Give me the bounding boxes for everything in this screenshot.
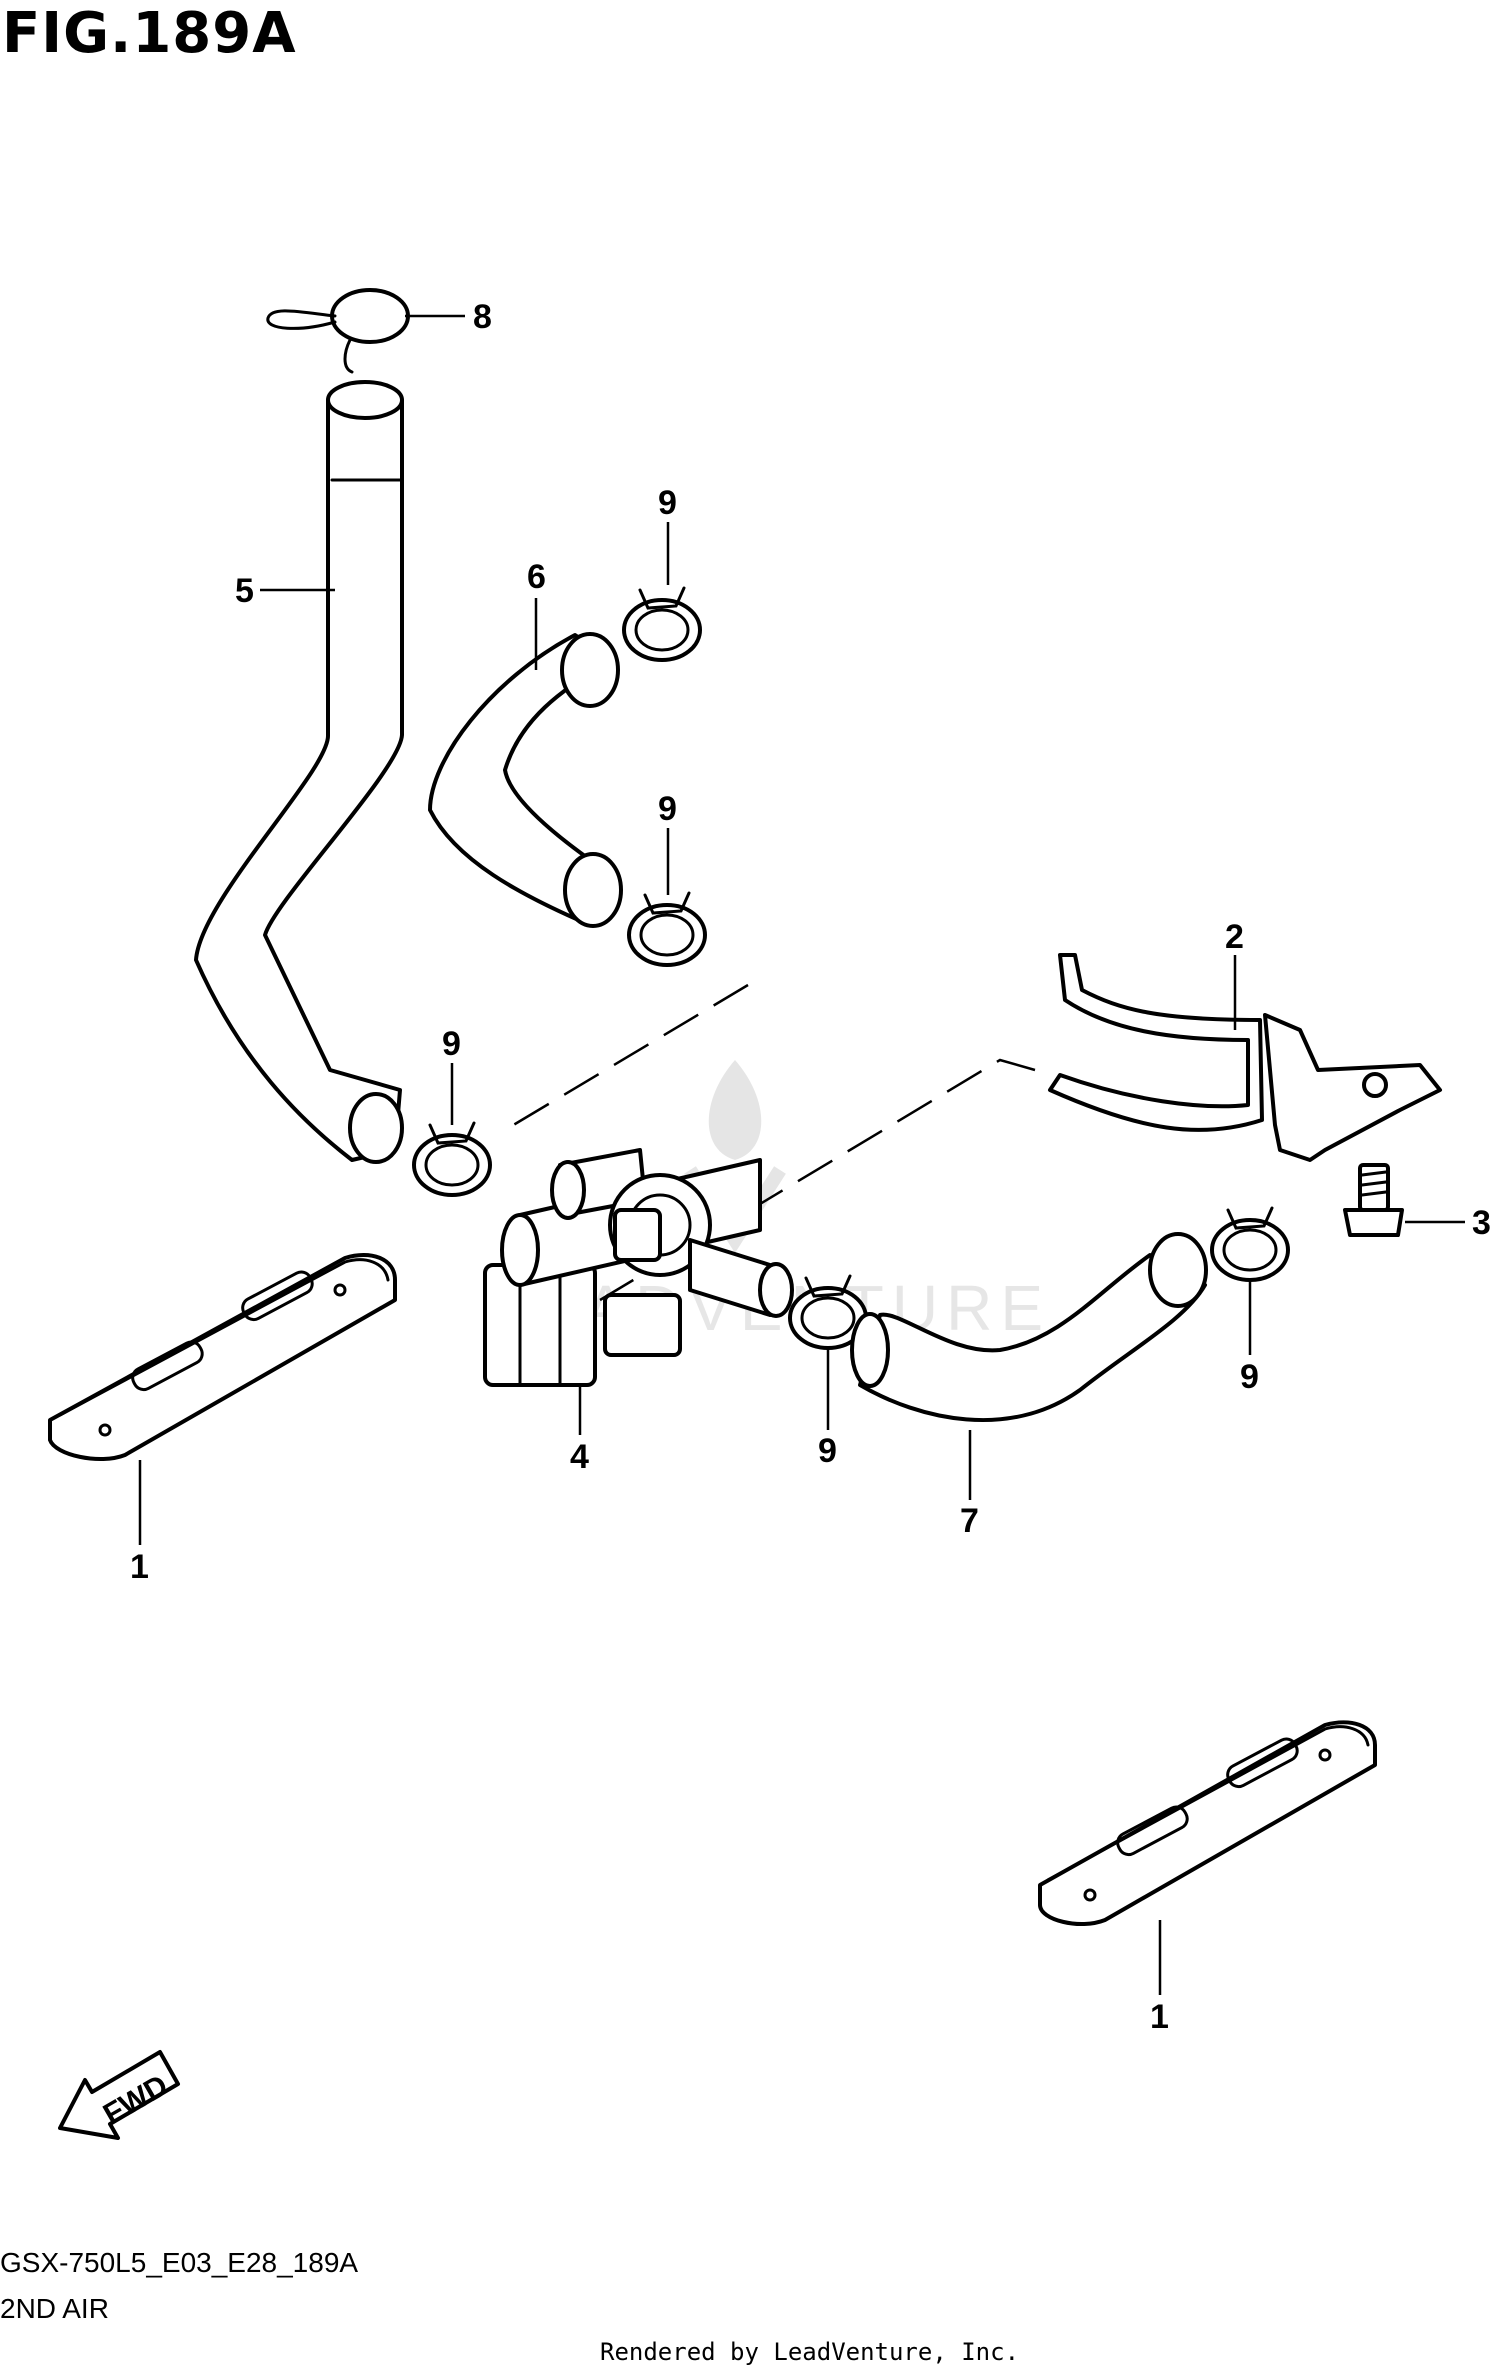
callout-1a: 1 — [130, 1548, 149, 1586]
callout-6: 6 — [527, 558, 546, 596]
part-5-hose — [194, 380, 404, 1164]
part-6-hose — [428, 632, 623, 928]
callout-9d: 9 — [818, 1432, 837, 1470]
part-4-valve — [483, 1148, 794, 1387]
fwd-arrow-icon: FWD — [58, 2050, 180, 2140]
callout-9e: 9 — [1240, 1358, 1259, 1396]
assembly-line-lower — [599, 1058, 1036, 1302]
part-9-clamp-e — [1210, 1206, 1290, 1282]
render-credit: Rendered by LeadVenture, Inc. — [600, 2338, 1019, 2366]
callout-9b: 9 — [658, 790, 677, 828]
callout-2: 2 — [1225, 918, 1244, 956]
part-9-clamp-b — [627, 891, 707, 967]
part-3-bolt — [1343, 1163, 1404, 1237]
callout-7: 7 — [960, 1502, 979, 1540]
section-name: 2ND AIR — [0, 2293, 109, 2324]
part-9-clamp-a — [622, 586, 702, 662]
model-code: GSX-750L5_E03_E28_189A — [0, 2247, 358, 2278]
part-7-hose — [850, 1232, 1208, 1423]
part-1-plate-left — [48, 1253, 397, 1462]
assembly-line-upper — [504, 983, 749, 1132]
callout-9a: 9 — [658, 484, 677, 522]
callout-4: 4 — [570, 1438, 589, 1476]
part-8-clip — [266, 288, 410, 374]
part-9-clamp-c — [412, 1121, 492, 1197]
callout-8: 8 — [473, 298, 492, 336]
figure-title: FIG.189A — [2, 1, 297, 66]
callout-5: 5 — [235, 572, 254, 610]
callout-9c: 9 — [442, 1025, 461, 1063]
callout-1b: 1 — [1150, 1998, 1169, 2036]
callout-3: 3 — [1472, 1204, 1491, 1242]
part-1-plate-right — [1038, 1720, 1377, 1927]
leader-lines — [138, 314, 1465, 1995]
part-2-pipe — [1048, 953, 1442, 1162]
